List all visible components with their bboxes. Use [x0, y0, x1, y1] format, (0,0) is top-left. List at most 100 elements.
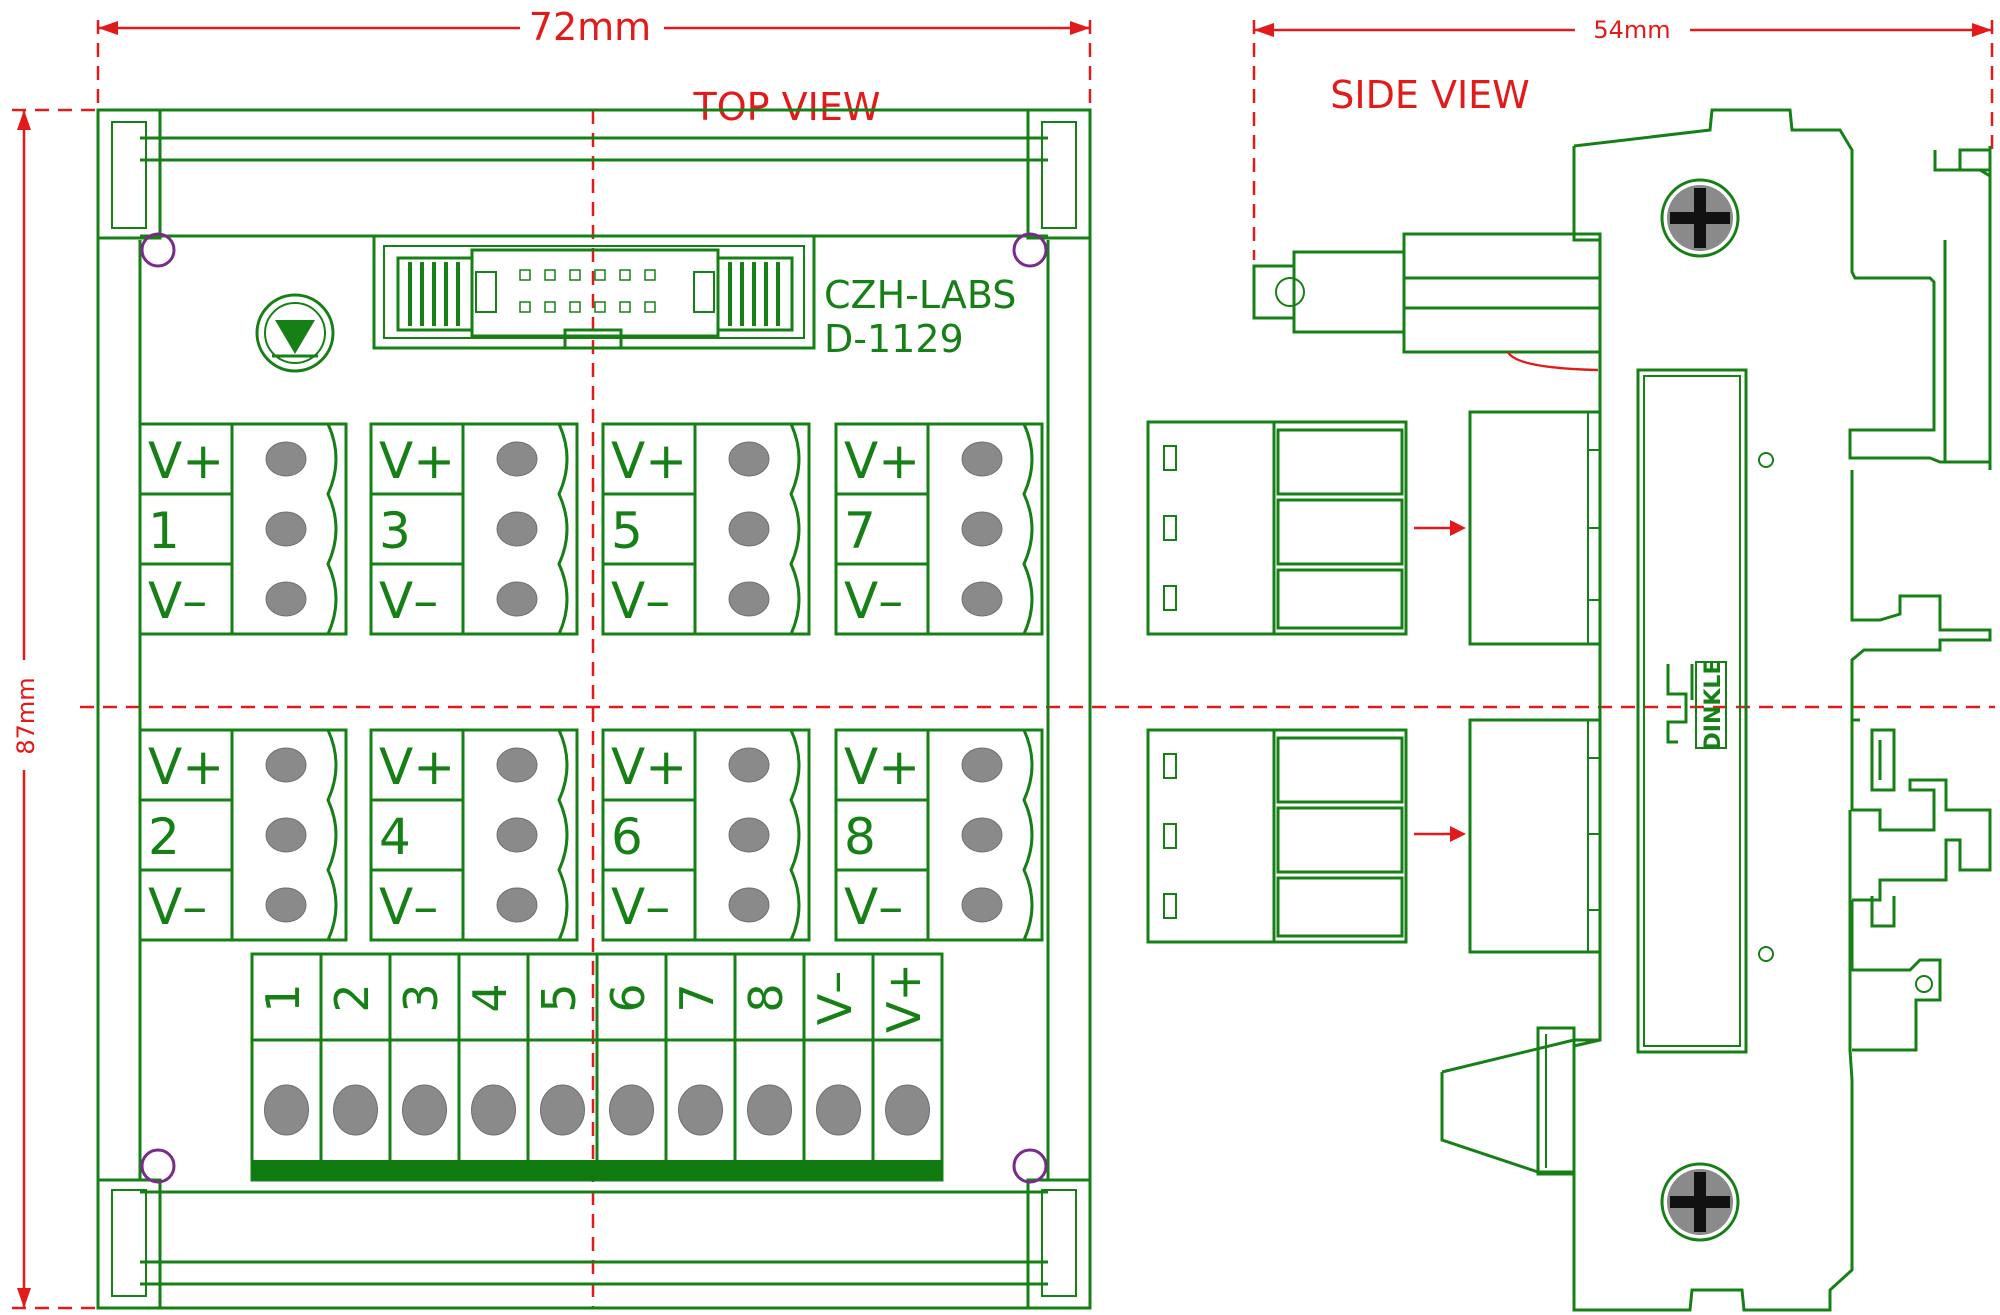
terminal-label-top: V+	[379, 738, 455, 796]
terminal-label-num: 7	[844, 502, 876, 560]
dinkle-logo: DINKLE	[1666, 660, 1727, 751]
bottom-terminal-label: 6	[601, 983, 655, 1012]
bottom-terminal-label: V–	[808, 971, 862, 1025]
side-depth-dimension-label: 54mm	[1593, 16, 1670, 44]
screw-terminal	[265, 441, 307, 477]
terminal-label-top: V+	[611, 432, 687, 490]
screw-terminal	[265, 887, 307, 923]
screw-terminal	[265, 817, 307, 853]
screw-terminal	[747, 1084, 792, 1136]
terminal-block: V+3V–	[369, 422, 579, 636]
screw-terminal	[265, 511, 307, 547]
terminal-label-bot: V–	[379, 878, 438, 936]
terminal-label-top: V+	[148, 738, 224, 796]
screw-terminal	[961, 581, 1003, 617]
terminal-label-bot: V–	[148, 878, 207, 936]
terminal-label-num: 3	[379, 502, 411, 560]
bottom-terminal-label: 8	[739, 983, 793, 1012]
terminal-label-num: 1	[148, 502, 180, 560]
screw-terminal	[961, 747, 1003, 783]
terminal-label-bot: V–	[379, 572, 438, 630]
mount-hole	[1012, 232, 1048, 268]
terminal-block: V+ 8V–	[834, 728, 1044, 942]
screw-terminal	[816, 1084, 861, 1136]
terminal-label-bot: V–	[844, 572, 903, 630]
screw-terminal	[728, 747, 770, 783]
terminal-label-bot: V–	[148, 572, 207, 630]
brand-name: CZH-LABS	[824, 273, 1016, 317]
terminal-label-top: V+	[844, 432, 920, 490]
bottom-terminal-label: 1	[256, 983, 310, 1012]
screw-terminal	[496, 441, 538, 477]
screw-terminal	[496, 817, 538, 853]
dimension-lines	[12, 20, 1995, 1310]
terminal-label-num: 5	[611, 502, 643, 560]
screw-terminal	[678, 1084, 723, 1136]
screw-terminal	[265, 747, 307, 783]
mount-hole	[140, 232, 176, 268]
model-number: D-1129	[824, 317, 964, 361]
terminal-blocks: V+1V–V+3V–V+5V–V+7V–V+2V–V+4V–V+6V–V+8V–	[138, 422, 1044, 942]
dinkle-label: DINKLE	[1701, 660, 1726, 751]
side-view-label: SIDE VIEW	[1330, 73, 1529, 117]
top-view-label: TOP VIEW	[693, 85, 881, 129]
side-plug-upper	[1146, 420, 1408, 636]
screw-terminal	[496, 581, 538, 617]
terminal-label-num: 8	[844, 808, 876, 866]
side-plug-lower	[1146, 728, 1408, 944]
terminal-label-num: 6	[611, 808, 643, 866]
terminal-block: V+ 4V–	[369, 728, 579, 942]
terminal-label-bot: V–	[611, 878, 670, 936]
terminal-block: V+ 6V–	[601, 728, 811, 942]
screw-terminal	[333, 1084, 378, 1136]
screw-terminal	[728, 817, 770, 853]
width-dimension-label: 72mm	[529, 5, 651, 49]
screw-terminal	[265, 581, 307, 617]
height-dimension-label: 87mm	[12, 677, 40, 754]
screw-terminal	[961, 817, 1003, 853]
terminal-block: V+ 2V–	[138, 728, 348, 942]
screw-terminal	[728, 511, 770, 547]
mount-hole	[140, 1148, 176, 1184]
screw-terminal	[728, 581, 770, 617]
screw-terminal	[496, 747, 538, 783]
screw-terminal	[728, 887, 770, 923]
bottom-terminal-label: 4	[463, 983, 517, 1012]
screw-terminal	[540, 1084, 585, 1136]
bottom-terminal-label: 7	[670, 983, 724, 1012]
screw-terminal	[961, 511, 1003, 547]
terminal-label-bot: V–	[611, 572, 670, 630]
screw-terminal	[402, 1084, 447, 1136]
screw-terminal	[496, 511, 538, 547]
terminal-label-top: V+	[611, 738, 687, 796]
screw-terminal	[961, 441, 1003, 477]
bottom-terminal-label: 3	[394, 983, 448, 1012]
bottom-terminal-label: 2	[325, 983, 379, 1012]
terminal-label-bot: V–	[844, 878, 903, 936]
screw-terminal	[885, 1084, 930, 1136]
idc-header-connector	[372, 234, 816, 350]
terminal-label-num: 2	[148, 808, 180, 866]
screw-icon	[1660, 1162, 1740, 1242]
terminal-block: V+ 7V–	[834, 422, 1044, 636]
mount-hole	[1012, 1148, 1048, 1184]
terminal-strip-base	[252, 1160, 942, 1180]
top-view	[96, 108, 1092, 1310]
screw-terminal	[609, 1084, 654, 1136]
led-icon	[255, 293, 335, 373]
bottom-terminal-label: 5	[532, 983, 586, 1012]
screw-terminal	[496, 887, 538, 923]
screw-terminal	[264, 1084, 309, 1136]
screw-terminal	[728, 441, 770, 477]
side-view: DINKLE	[1146, 108, 1992, 1312]
terminal-label-num: 4	[379, 808, 411, 866]
screw-terminal	[471, 1084, 516, 1136]
terminal-label-top: V+	[844, 738, 920, 796]
screw-terminal	[961, 887, 1003, 923]
terminal-block: V+ 1V–	[138, 422, 348, 636]
bottom-terminal-label: V+	[877, 963, 931, 1033]
terminal-label-top: V+	[148, 432, 224, 490]
screw-icon	[1660, 178, 1740, 258]
